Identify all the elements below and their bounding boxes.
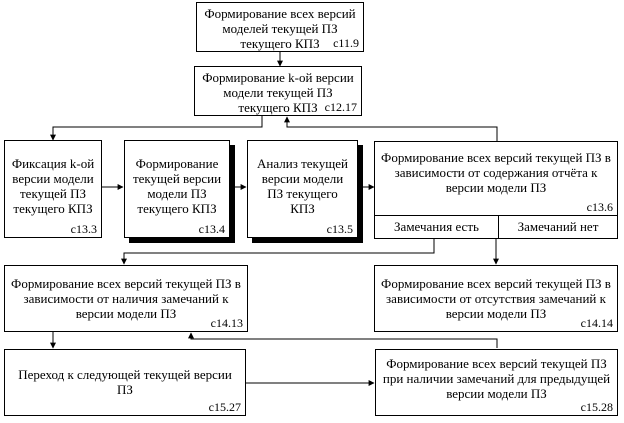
block-c13-3-text: Фиксация k-ой версии модели текущей ПЗ т… (11, 156, 95, 216)
block-c13-5-text: Анализ текущей версии модели ПЗ текущего… (257, 156, 348, 216)
block-code: с13.5 (326, 222, 353, 236)
block-c11-9-text: Формирование всех версий моделей текущей… (204, 6, 356, 51)
block-c15-28: Формирование всех версий текущей ПЗ при … (375, 349, 618, 416)
block-code: с14.14 (580, 316, 613, 330)
block-code: с13.4 (198, 222, 225, 236)
block-c13-4-text: Формирование текущей версии модели ПЗ те… (132, 156, 222, 216)
block-code: с15.27 (208, 400, 241, 414)
block-code: с11.9 (333, 36, 359, 50)
block-code: с15.28 (580, 400, 613, 414)
block-c13-4: Формирование текущей версии модели ПЗ те… (124, 140, 230, 238)
block-c13-3: Фиксация k-ой версии модели текущей ПЗ т… (4, 140, 102, 238)
block-c12-17: Формирование k-ой версии модели текущей … (194, 66, 362, 116)
arrow-yes-to-14-13 (121, 239, 435, 265)
block-c14-14-text: Формирование всех версий текущей ПЗ в за… (381, 276, 611, 321)
branch-no: Замечаний нет (517, 219, 599, 234)
block-code: с13.3 (70, 222, 97, 236)
block-code: с13.6 (586, 200, 613, 214)
block-c13-6-text: Формирование всех версий текущей ПЗ в за… (381, 150, 611, 195)
block-c11-9: Формирование всех версий моделей текущей… (196, 2, 364, 52)
arrow-13-6-to-12-17 (284, 116, 498, 141)
block-c13-6: Формирование всех версий текущей ПЗ в за… (374, 141, 618, 239)
block-code: с14.13 (210, 316, 243, 330)
branch-yes: Замечания есть (375, 216, 499, 238)
branch-row: Замечания есть Замечаний нет (375, 215, 617, 238)
block-c14-14: Формирование всех версий текущей ПЗ в за… (374, 265, 618, 332)
block-c14-13: Формирование всех версий текущей ПЗ в за… (4, 265, 248, 332)
block-c15-27: Переход к следующей текущей версии ПЗ с1… (4, 349, 246, 416)
block-c15-27-text: Переход к следующей текущей версии ПЗ (18, 367, 232, 397)
block-c12-17-text: Формирование k-ой версии модели текущей … (202, 70, 354, 115)
block-c13-5: Анализ текущей версии модели ПЗ текущего… (247, 140, 358, 238)
block-c14-13-text: Формирование всех версий текущей ПЗ в за… (11, 276, 241, 321)
arrow-12-17-to-13-3 (50, 116, 263, 141)
block-c15-28-text: Формирование всех версий текущей ПЗ при … (382, 356, 611, 401)
block-code: с12.17 (324, 100, 357, 114)
arrow-15-28-to-14-13 (188, 332, 498, 348)
